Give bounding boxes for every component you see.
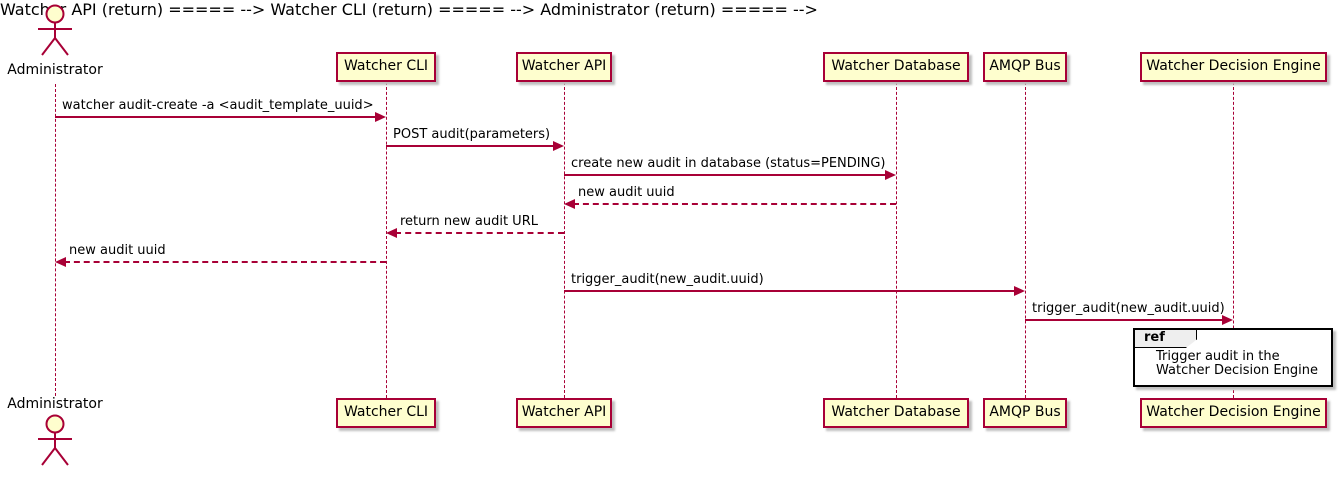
message-line [573, 203, 896, 205]
ref-fragment: ref Trigger audit in the Watcher Decisio… [1133, 328, 1333, 387]
message-line [395, 232, 564, 234]
actor-label: Administrator [7, 62, 103, 78]
actor-icon [38, 4, 72, 56]
participant-top-amqp-bus: AMQP Bus [983, 52, 1067, 82]
message-label: new audit uuid [69, 243, 166, 258]
message-line [55, 116, 378, 118]
participant-bottom-amqp-bus: AMQP Bus [983, 398, 1067, 428]
message-line [386, 145, 556, 147]
arrow-right-icon [885, 170, 896, 180]
ref-text-line2: Watcher Decision Engine [1156, 362, 1318, 378]
participant-top-watcher-api: Watcher API [516, 52, 612, 82]
message-label: trigger_audit(new_audit.uuid) [1032, 301, 1225, 316]
participant-top-watcher-database: Watcher Database [823, 52, 969, 82]
lifeline-amqp-bus [1025, 82, 1026, 398]
message-label: new audit uuid [578, 185, 675, 200]
arrow-right-icon [553, 141, 564, 151]
arrow-right-icon [375, 112, 386, 122]
lifeline-watcher-decision-engine [1233, 82, 1234, 398]
message-line [64, 261, 386, 263]
actor-label-bottom: Administrator [7, 396, 103, 412]
lifeline-administrator [55, 84, 56, 396]
lifeline-watcher-api [564, 82, 565, 398]
arrow-left-icon [55, 257, 66, 267]
message-label: trigger_audit(new_audit.uuid) [571, 272, 764, 287]
participant-bottom-watcher-decision-engine: Watcher Decision Engine [1140, 398, 1327, 428]
message-label: create new audit in database (status=PEN… [571, 156, 886, 171]
participant-bottom-watcher-database: Watcher Database [823, 398, 969, 428]
participant-top-watcher-cli: Watcher CLI [336, 52, 436, 82]
actor-icon-bottom [38, 414, 72, 466]
message-label: return new audit URL [400, 214, 538, 229]
message-line [564, 290, 1017, 292]
message-label: POST audit(parameters) [393, 127, 551, 142]
message-line [1025, 319, 1225, 321]
arrow-left-icon [564, 199, 575, 209]
arrow-right-icon [1014, 286, 1025, 296]
lifeline-watcher-database [896, 82, 897, 398]
ref-tab: ref [1135, 330, 1197, 348]
arrow-right-icon [1222, 315, 1233, 325]
participant-top-watcher-decision-engine: Watcher Decision Engine [1140, 52, 1327, 82]
message-line [564, 174, 888, 176]
participant-bottom-watcher-cli: Watcher CLI [336, 398, 436, 428]
ref-text-line1: Trigger audit in the [1156, 349, 1280, 364]
participant-bottom-watcher-api: Watcher API [516, 398, 612, 428]
ref-text: Trigger audit in the Watcher Decision En… [1156, 350, 1318, 377]
lifeline-watcher-cli [386, 82, 387, 398]
arrow-left-icon [386, 228, 397, 238]
message-label: watcher audit-create -a <audit_template_… [62, 98, 374, 113]
